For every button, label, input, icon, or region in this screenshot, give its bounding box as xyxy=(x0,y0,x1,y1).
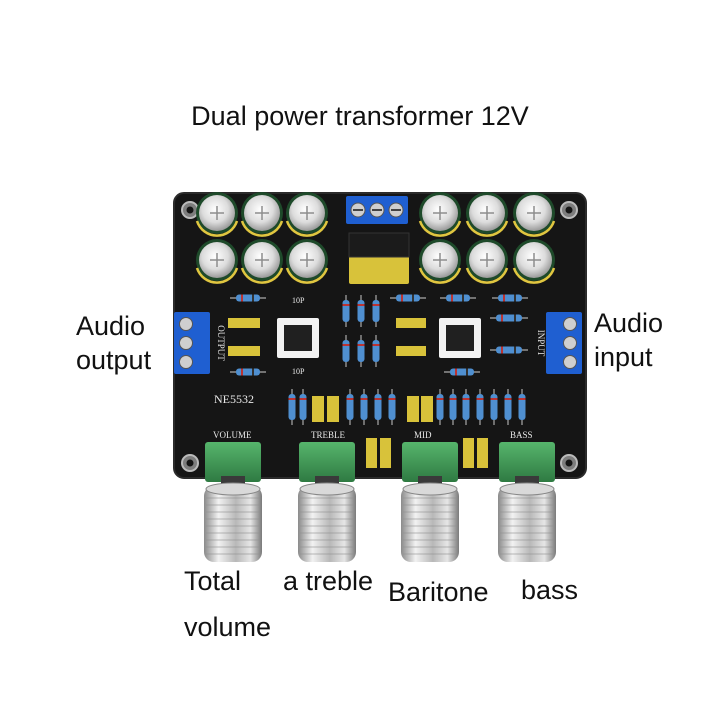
resistors xyxy=(230,294,528,425)
silkscreen-mid: MID xyxy=(414,430,432,440)
resistor xyxy=(342,335,350,367)
total-volume-caption: Total volume xyxy=(184,565,271,645)
electrolytic-capacitor xyxy=(512,192,556,237)
audio-input-caption: Audio input xyxy=(594,307,663,375)
electrolytic-capacitor xyxy=(418,192,462,237)
title-caption: Dual power transformer 12V xyxy=(191,101,529,131)
electrolytic-capacitor xyxy=(195,239,239,284)
resistor xyxy=(476,389,484,425)
resistor xyxy=(288,389,296,425)
electrolytic-capacitor xyxy=(285,239,329,284)
resistor xyxy=(490,314,528,322)
opamp-chip-right xyxy=(439,318,481,358)
treble-caption: a treble xyxy=(283,566,374,596)
audio-output-caption: Audio output xyxy=(76,310,151,378)
resistor xyxy=(357,335,365,367)
potentiometer-knob xyxy=(298,442,356,562)
electrolytic-capacitor xyxy=(512,239,556,284)
baritone-caption: Baritone xyxy=(388,577,489,607)
potentiometer-knob xyxy=(498,442,556,562)
resistor xyxy=(490,389,498,425)
resistor xyxy=(374,389,382,425)
resistor xyxy=(462,389,470,425)
resistor xyxy=(230,368,266,376)
resistor xyxy=(440,294,476,302)
resistor xyxy=(492,294,528,302)
opamp-chip-left xyxy=(277,318,319,358)
potentiometer-knob xyxy=(401,442,459,562)
film-capacitor-large xyxy=(349,254,409,284)
silkscreen-cap-bottom: 10P xyxy=(292,367,305,376)
silkscreen-volume: VOLUME xyxy=(213,430,252,440)
resistor xyxy=(372,295,380,327)
resistor xyxy=(490,346,528,354)
silkscreen-bass: BASS xyxy=(510,430,533,440)
electrolytic-capacitor xyxy=(240,239,284,284)
resistor xyxy=(449,389,457,425)
resistor xyxy=(388,389,396,425)
output-terminal-block xyxy=(174,312,210,374)
potentiometers xyxy=(204,442,556,562)
resistor xyxy=(390,294,426,302)
silkscreen-chip-label: NE5532 xyxy=(214,392,254,406)
electrolytic-capacitor xyxy=(465,239,509,284)
film-capacitors-small xyxy=(228,318,426,356)
audio-input-line1: Audio xyxy=(594,308,664,338)
silkscreen-output: OUTPUT xyxy=(216,325,226,361)
electrolytic-capacitor xyxy=(465,192,509,237)
bass-caption: bass xyxy=(521,575,579,605)
tone-film-capacitors xyxy=(312,396,488,468)
electrolytic-capacitor xyxy=(285,192,329,237)
input-terminal-block xyxy=(546,312,582,374)
total-volume-line2: volume xyxy=(184,611,272,642)
silkscreen-input: INPUT xyxy=(536,330,546,357)
total-volume-line1: Total xyxy=(184,566,242,596)
resistor xyxy=(504,389,512,425)
potentiometer-knob xyxy=(204,442,262,562)
electrolytic-capacitor xyxy=(240,192,284,237)
electrolytic-capacitor xyxy=(418,239,462,284)
resistor xyxy=(346,389,354,425)
electrolytic-capacitor xyxy=(195,192,239,237)
audio-input-line2: input xyxy=(594,341,653,372)
resistor xyxy=(436,389,444,425)
resistor xyxy=(518,389,526,425)
resistor xyxy=(342,295,350,327)
silkscreen-treble: TREBLE xyxy=(311,430,345,440)
audio-output-line1: Audio xyxy=(76,311,146,341)
silkscreen-cap-top: 10P xyxy=(292,296,305,305)
resistor xyxy=(357,295,365,327)
resistor xyxy=(299,389,307,425)
electrolytic-capacitors xyxy=(195,192,556,284)
resistor xyxy=(230,294,266,302)
audio-output-line2: output xyxy=(76,344,152,375)
resistor xyxy=(444,368,480,376)
resistor xyxy=(372,335,380,367)
power-terminal-block xyxy=(346,196,408,224)
resistor xyxy=(360,389,368,425)
